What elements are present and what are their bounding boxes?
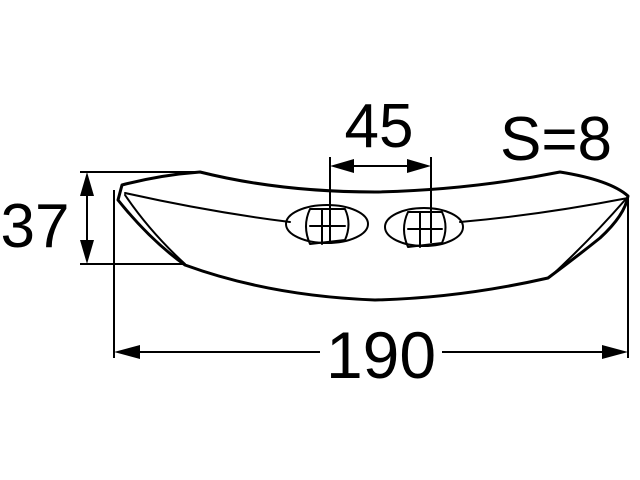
length-dimension-label: 190 [326, 318, 436, 392]
hole-spacing-dimension-label: 45 [345, 92, 414, 161]
left-chamfer-line [124, 194, 186, 265]
bolt-hole-right [384, 207, 464, 248]
blade-bevel-line [124, 192, 629, 223]
bolt-hole-left [285, 204, 369, 245]
right-chamfer-line [549, 199, 626, 278]
blade-outline [116, 170, 630, 302]
height-dimension-label: 37 [1, 192, 70, 261]
hole-spacing-dimension: 45 [329, 92, 432, 243]
thickness-label: S=8 [500, 105, 612, 174]
height-dimension: 37 [1, 171, 200, 265]
length-dimension: 190 [113, 190, 629, 392]
